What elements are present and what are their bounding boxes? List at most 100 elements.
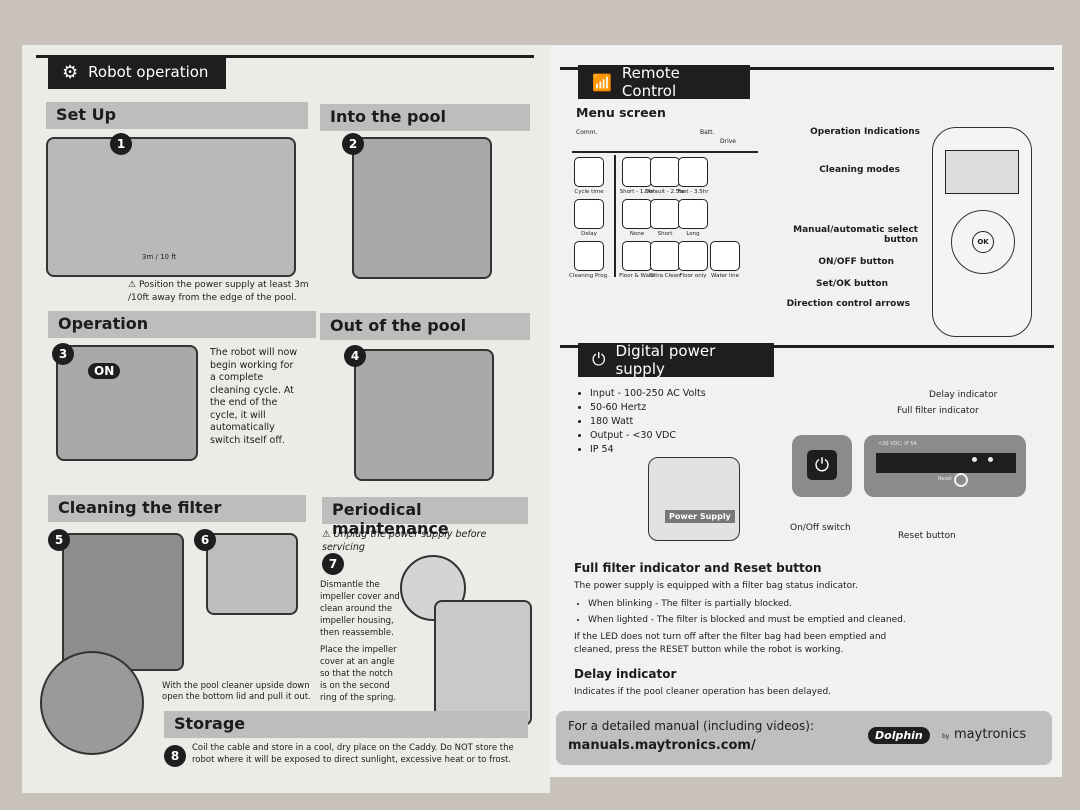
manual-link[interactable]: manuals.maytronics.com/ (568, 738, 756, 753)
menu-screen-title: Menu screen (576, 105, 666, 120)
gear-icon: ⚙ (62, 61, 79, 83)
remote-screen (945, 150, 1019, 194)
divider (614, 155, 616, 277)
divider (560, 345, 1054, 348)
onoff-switch-panel: ⏻ (792, 435, 852, 497)
power-supply-label: Power Supply (665, 510, 735, 523)
setup-illustration (46, 137, 296, 277)
callout-label: ON/OFF button (818, 257, 894, 267)
operation-illustration (56, 345, 198, 461)
full-filter-intro: The power supply is equipped with a filt… (574, 581, 858, 591)
full-filter-bullets: When blinking - The filter is partially … (574, 596, 1044, 628)
impeller-detail (400, 555, 466, 621)
step-number: 3 (52, 343, 74, 365)
bullet-item: When blinking - The filter is partially … (588, 596, 1044, 612)
step-number: 2 (342, 133, 364, 155)
power-supply-banner: ⏻ Digital power supply (578, 342, 774, 378)
operation-text: The robot will now begin working for a c… (210, 347, 298, 446)
left-page: ⚙ Robot operation Set Up 1 3m / 10 ft ⚠ … (22, 45, 550, 793)
remote-control-illustration: OK (932, 127, 1032, 337)
maintenance-warning: ⚠ Unplug the power supply before servici… (322, 529, 487, 553)
section-title: Digital power supply (615, 342, 716, 378)
drive-label: Drive (720, 138, 736, 145)
menu-mode-icon (622, 157, 652, 187)
divider (560, 67, 1054, 70)
manual-text: For a detailed manual (including videos)… (568, 719, 814, 733)
spec-item: Input - 100-250 AC Volts (590, 387, 706, 401)
direction-pad: OK (951, 210, 1015, 274)
robot-operation-banner: ⚙ Robot operation (48, 55, 226, 89)
step-number: 4 (344, 345, 366, 367)
reset-button-label: Reset button (898, 531, 956, 541)
menu-mode-label: Default - 2.5hr (644, 189, 686, 195)
comm-label: Comm. (576, 129, 598, 136)
section-title: Robot operation (88, 63, 209, 81)
menu-mode-icon (574, 199, 604, 229)
on-label: ON (88, 363, 121, 379)
reset-small-label: Reset (938, 476, 952, 482)
full-filter-led (972, 457, 977, 462)
menu-mode-label: None (629, 231, 645, 237)
power-icon[interactable]: ⏻ (807, 450, 837, 480)
indicator-panel: <30 VDC; IP 54 Reset (864, 435, 1026, 497)
panel-text: <30 VDC; IP 54 (878, 441, 917, 447)
operation-heading: Operation (48, 311, 316, 338)
menu-mode-icon (574, 157, 604, 187)
full-filter-note: If the LED does not turn off after the f… (574, 632, 887, 655)
section-title: Remote Control (621, 64, 680, 100)
cleaning-filter-heading: Cleaning the filter (48, 495, 306, 522)
menu-mode-label: Floor only (679, 273, 707, 279)
callout-label: Operation Indications (810, 127, 920, 137)
delay-led (988, 457, 993, 462)
full-filter-heading: Full filter indicator and Reset button (574, 561, 822, 575)
into-pool-heading: Into the pool (320, 104, 530, 131)
delay-text: Indicates if the pool cleaner operation … (574, 687, 832, 697)
right-page: 📶 Remote Control Menu screen Comm. Batt.… (550, 45, 1062, 777)
remote-control-banner: 📶 Remote Control (578, 64, 750, 100)
menu-mode-label: Short - 1.5hr (619, 189, 655, 195)
bullet-item: When lighted - The filter is blocked and… (588, 612, 1044, 628)
footer-banner: For a detailed manual (including videos)… (556, 711, 1052, 765)
batt-label: Batt. (700, 129, 715, 136)
delay-heading: Delay indicator (574, 667, 677, 681)
callout-label: Direction control arrows (786, 299, 910, 309)
menu-mode-label: Long (686, 231, 700, 237)
menu-mode-icon (678, 199, 708, 229)
spec-item: Output - <30 VDC (590, 429, 706, 443)
divider (36, 55, 534, 58)
maintenance-text-1: Dismantle the impeller cover and clean a… (320, 580, 400, 638)
power-specs-list: Input - 100-250 AC Volts 50-60 Hertz 180… (576, 387, 706, 457)
power-supply-illustration: Power Supply (648, 457, 740, 541)
step-number: 7 (322, 553, 344, 575)
maytronics-logo: maytronics (954, 727, 1027, 742)
menu-mode-icon (710, 241, 740, 271)
menu-mode-icon (650, 241, 680, 271)
onoff-switch-label: On/Off switch (790, 523, 851, 533)
maintenance-heading: Periodical maintenance (322, 497, 528, 538)
storage-text: Coil the cable and store in a cool, dry … (192, 743, 514, 765)
filter-illustration-6 (206, 533, 298, 615)
step-number: 6 (194, 529, 216, 551)
menu-mode-label: Water line (711, 273, 739, 279)
divider (572, 151, 758, 153)
menu-mode-icon (574, 241, 604, 271)
reset-button[interactable] (954, 473, 968, 487)
out-of-pool-heading: Out of the pool (320, 313, 530, 340)
panel-display (876, 453, 1016, 473)
by-label: by (942, 733, 950, 740)
filter-illustration-5 (62, 533, 184, 671)
menu-mode-label: Delay (581, 231, 597, 237)
power-icon: ⏻ (592, 350, 606, 370)
callout-label: Manual/automatic select button (793, 225, 918, 245)
menu-mode-icon (650, 157, 680, 187)
menu-mode-label: Floor & Walls (619, 273, 655, 279)
full-filter-indicator-label: Full filter indicator (897, 406, 979, 416)
menu-mode-label: Cycle time (574, 189, 604, 195)
ok-button[interactable]: OK (972, 231, 994, 253)
setup-heading: Set Up (46, 102, 308, 129)
filter-text: With the pool cleaner upside down open t… (162, 681, 311, 702)
menu-mode-label: Ultra Clean (649, 273, 681, 279)
delay-indicator-label: Delay indicator (929, 390, 998, 400)
setup-warning: ⚠ Position the power supply at least 3m … (128, 280, 309, 303)
out-of-pool-illustration (354, 349, 494, 481)
